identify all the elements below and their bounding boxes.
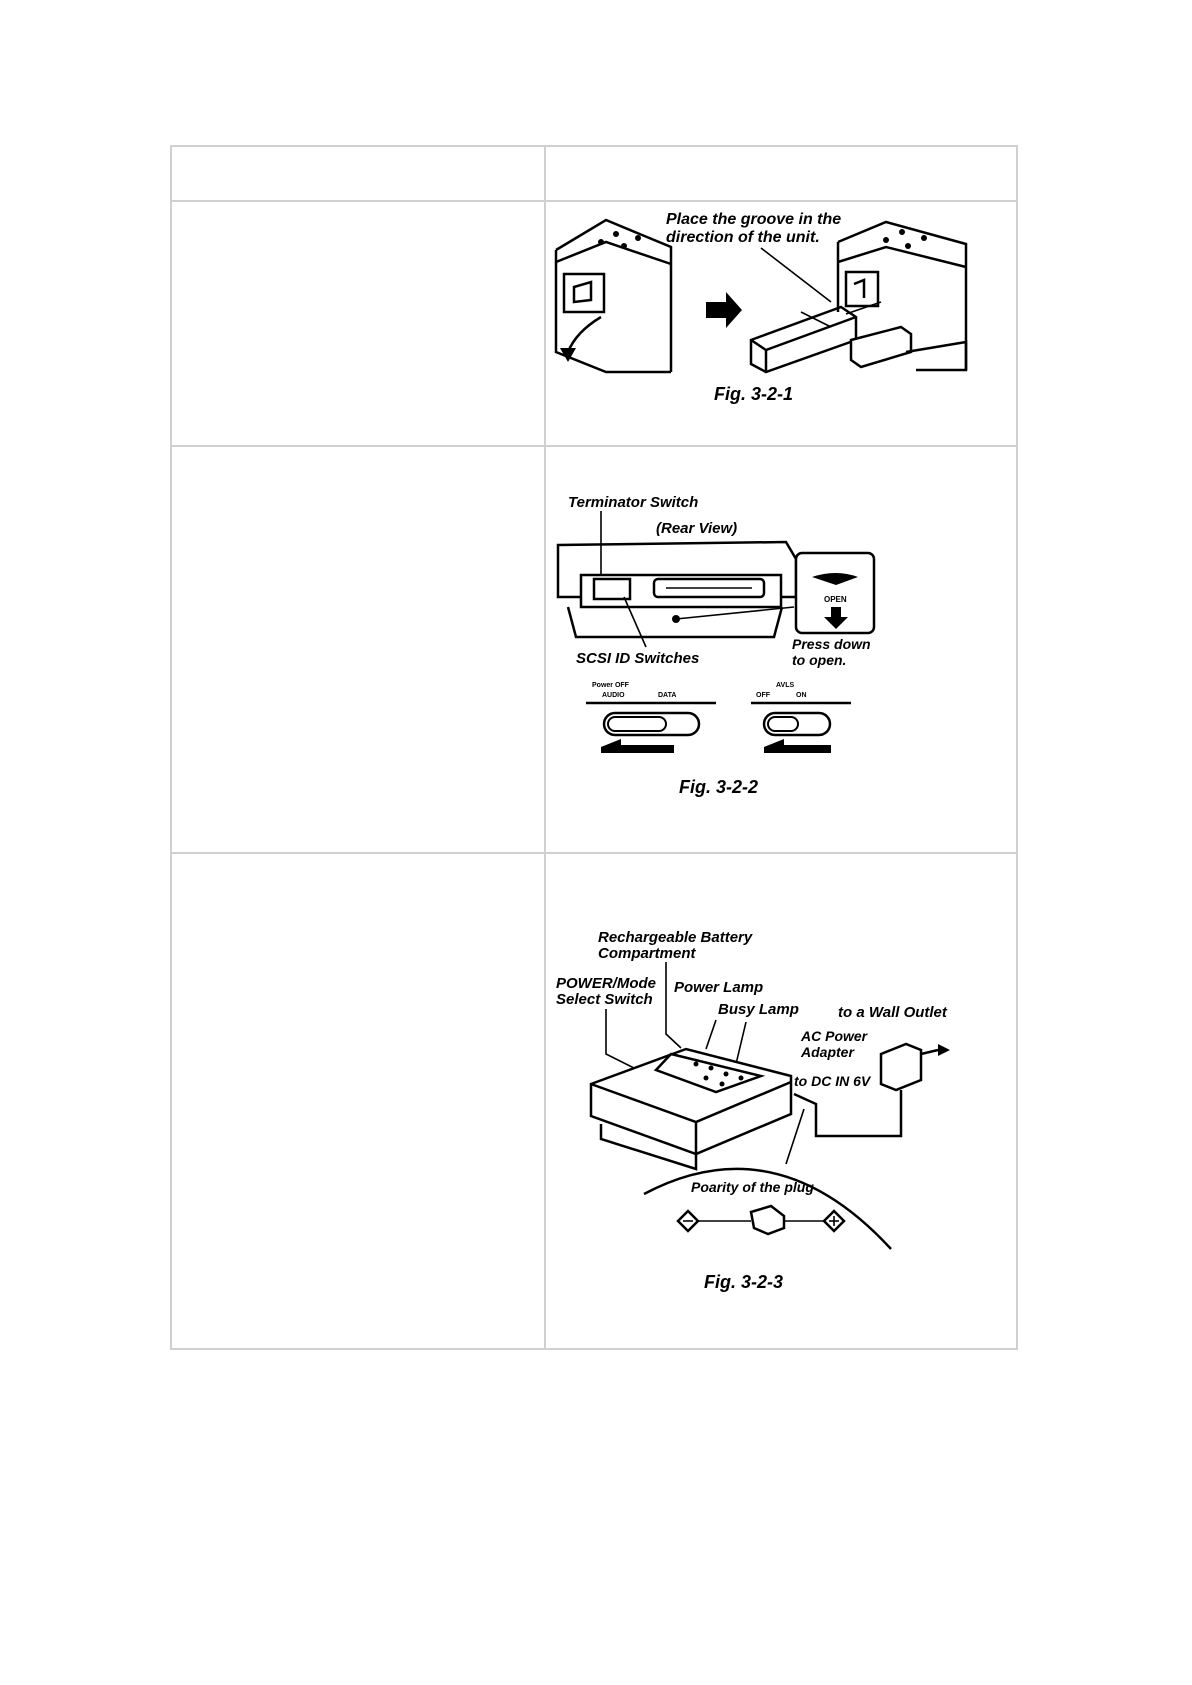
fig2-caption: Fig. 3-2-2: [679, 777, 758, 797]
fig1-caption: Fig. 3-2-1: [714, 384, 793, 404]
fig3-dcin-label: to DC IN 6V: [794, 1073, 872, 1089]
rear-panel-figure: Terminator Switch (Rear View) SCSI ID Sw…: [556, 494, 876, 797]
fig3-battery-line2: Compartment: [598, 945, 697, 962]
plug-arrow-icon: [938, 1044, 950, 1056]
fig2-off-label: OFF: [756, 692, 771, 699]
instruction-table: Place the groove in the direction of the…: [170, 145, 1018, 1350]
step-text-cell: [172, 447, 546, 852]
open-door-detail: [794, 551, 876, 635]
header-cell-right: [546, 147, 1016, 200]
fig1-note-line2: direction of the unit.: [666, 229, 820, 246]
step-text-cell: [172, 202, 546, 445]
figure-cell: Place the groove in the direction of the…: [546, 202, 1016, 445]
fig2-terminator-label: Terminator Switch: [568, 494, 698, 511]
fig2-scsi-label: SCSI ID Switches: [576, 650, 699, 667]
fig3-power-mode-line2: Select Switch: [556, 991, 653, 1008]
figure-cell: Rechargeable Battery Compartment POWER/M…: [546, 854, 1016, 1348]
fig3-power-lamp-label: Power Lamp: [674, 979, 763, 996]
battery-insert-figure: Place the groove in the direction of the…: [554, 211, 968, 404]
plug-icon: [749, 1204, 786, 1236]
right-arrow-icon: [706, 292, 742, 328]
left-arrow-icon: [601, 739, 674, 753]
fig2-audio-label: AUDIO: [602, 692, 625, 699]
down-arrow-icon: [824, 607, 848, 629]
fig3-power-mode-line1: POWER/Mode: [556, 975, 656, 992]
fig3-busy-lamp-label: Busy Lamp: [718, 1001, 799, 1018]
table-header-row: [172, 147, 1016, 202]
fig2-power-off-label: Power OFF: [592, 682, 630, 689]
fig2-open-label: OPEN: [824, 595, 847, 604]
fig3-battery-line1: Rechargeable Battery: [598, 929, 753, 946]
fig2-rear-view-label: (Rear View): [656, 520, 737, 537]
table-row: Rechargeable Battery Compartment POWER/M…: [172, 854, 1016, 1348]
ac-adapter: [879, 1042, 923, 1092]
table-row: Terminator Switch (Rear View) SCSI ID Sw…: [172, 447, 1016, 854]
power-connection-figure: Rechargeable Battery Compartment POWER/M…: [556, 929, 950, 1292]
figure-cell: Terminator Switch (Rear View) SCSI ID Sw…: [546, 447, 1016, 852]
fig1-note-line1: Place the groove in the: [666, 211, 841, 228]
left-arrow-icon: [764, 739, 831, 753]
fig3-ac-line1: AC Power: [800, 1028, 869, 1044]
fig2-press-line1: Press down: [792, 636, 871, 652]
fig3-ac-line2: Adapter: [800, 1044, 855, 1060]
fig3-polarity-label: Poarity of the plug: [691, 1179, 814, 1195]
table-row: Place the groove in the direction of the…: [172, 202, 1016, 447]
fig2-data-label: DATA: [658, 692, 676, 699]
drive-unit: [589, 1047, 793, 1156]
header-cell-left: [172, 147, 546, 200]
fig2-press-line2: to open.: [792, 652, 846, 668]
fig2-on-label: ON: [796, 692, 807, 699]
step-text-cell: [172, 854, 546, 1348]
fig3-caption: Fig. 3-2-3: [704, 1272, 783, 1292]
terminator-switch: [592, 577, 632, 601]
fig3-wall-label: to a Wall Outlet: [838, 1004, 948, 1021]
fig2-avls-label: AVLS: [776, 682, 794, 689]
